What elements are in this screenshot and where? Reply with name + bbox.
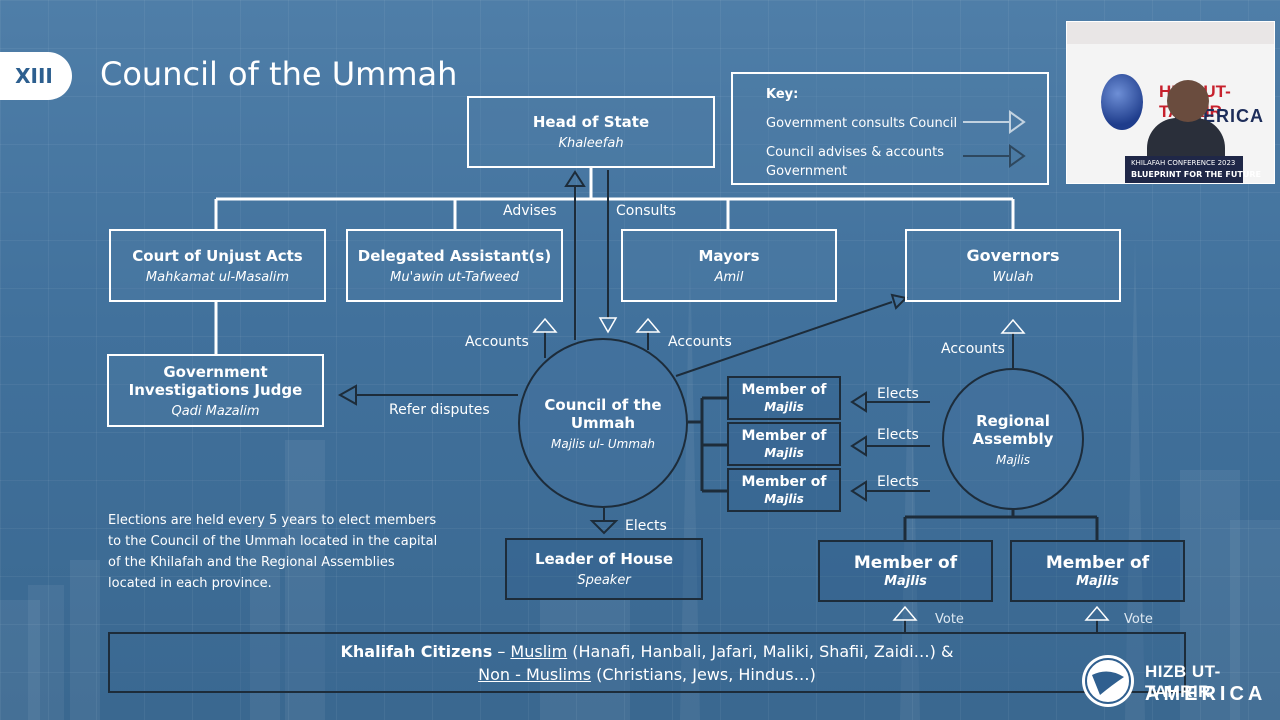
podium-line1: KHILAFAH CONFERENCE 2023 <box>1131 159 1236 167</box>
key-title: Key: <box>766 87 799 102</box>
node-subtitle: Majlis <box>884 573 927 589</box>
edge-label-elects: Elects <box>877 427 919 443</box>
node-title: Member of <box>1045 552 1150 573</box>
node-head-of-state: Head of State Khaleefah <box>467 96 715 168</box>
edge-label-consults: Consults <box>616 203 677 219</box>
edge-label-accounts: Accounts <box>941 341 1005 357</box>
node-title: Government Investigations Judge <box>128 362 303 399</box>
logo-line1: HIZB UT-TAHRIR <box>1145 662 1221 701</box>
node-council-of-ummah: Council of the Ummah Majlis ul- Ummah <box>518 338 688 508</box>
citizens-box: Khalifah Citizens – Muslim (Hanafi, Hanb… <box>108 632 1186 693</box>
node-member-of-majlis: Member of Majlis <box>727 422 841 466</box>
node-subtitle: Mahkamat ul-Masalim <box>145 269 290 285</box>
elections-note: Elections are held every 5 years to elec… <box>108 513 438 591</box>
video-banner <box>1067 22 1274 44</box>
globe-icon <box>1082 655 1134 707</box>
key-item-advises: Council advises & accounts Government <box>766 145 945 179</box>
edge-label-accounts: Accounts <box>668 334 732 350</box>
speaker-head <box>1167 80 1209 122</box>
node-member-of-majlis: Member of Majlis <box>727 376 841 420</box>
citizens-muslim: Muslim <box>510 641 568 661</box>
citizens-muslim-detail: (Hanafi, Hanbali, Jafari, Maliki, Shafii… <box>567 641 954 661</box>
node-regional-assembly: Regional Assembly Majlis <box>942 368 1084 510</box>
node-title: Delegated Assistant(s) <box>357 246 552 265</box>
node-subtitle: Amil <box>714 269 744 285</box>
node-governors: Governors Wulah <box>905 229 1121 302</box>
node-subtitle: Majlis <box>764 399 804 414</box>
node-member-of-majlis: Member of Majlis <box>727 468 841 512</box>
node-subtitle: Majlis <box>764 491 804 506</box>
node-title: Member of <box>741 381 827 398</box>
node-title: Head of State <box>532 113 650 131</box>
edge-label-elects: Elects <box>625 518 667 534</box>
legend-key: Key: Government consults Council Council… <box>731 72 1049 185</box>
node-delegated-assistants: Delegated Assistant(s) Mu'awin ut-Tafwee… <box>346 229 563 302</box>
edge-label-advises: Advises <box>503 203 557 219</box>
node-member-of-majlis-regional: Member of Majlis <box>1010 540 1185 602</box>
podium-line2: BLUEPRINT FOR THE FUTURE <box>1131 170 1261 179</box>
arrow-right-solid-icon <box>1009 144 1026 168</box>
globe-icon <box>1101 74 1143 130</box>
node-subtitle: Mu'awin ut-Tafweed <box>390 269 519 285</box>
node-investigations-judge: Government Investigations Judge Qadi Maz… <box>107 354 324 427</box>
node-subtitle: Speaker <box>577 573 631 588</box>
edge-label-accounts: Accounts <box>465 334 529 350</box>
arrow-right-outline-icon <box>1009 110 1026 134</box>
citizens-line-2: Non - Muslims (Christians, Jews, Hindus…… <box>478 663 816 686</box>
edge-label-elects: Elects <box>877 386 919 402</box>
node-subtitle: Wulah <box>992 269 1034 285</box>
node-subtitle: Majlis ul- Ummah <box>551 436 655 451</box>
citizens-non-muslim: Non - Muslims <box>478 664 592 684</box>
node-subtitle: Khaleefah <box>558 136 624 151</box>
citizens-non-muslim-detail: (Christians, Jews, Hindus…) <box>591 664 816 684</box>
node-leader-of-house: Leader of House Speaker <box>505 538 703 600</box>
edge-label-vote: Vote <box>935 612 964 627</box>
node-mayors: Mayors Amil <box>621 229 837 302</box>
speaker-video-inset: HIZB UT-TAHRIR AMERICA KHILAFAH CONFEREN… <box>1066 21 1275 184</box>
node-title: Governors <box>966 245 1060 265</box>
node-subtitle: Majlis <box>764 445 804 460</box>
logo-line2: AMERICA <box>1145 683 1267 705</box>
node-title: Member of <box>741 473 827 490</box>
node-subtitle: Majlis <box>996 452 1030 467</box>
node-title: Regional Assembly <box>972 411 1054 448</box>
node-title: Leader of House <box>534 550 674 568</box>
edge-label-vote: Vote <box>1124 612 1153 627</box>
node-court-of-unjust-acts: Court of Unjust Acts Mahkamat ul-Masalim <box>109 229 326 302</box>
key-item-consults: Government consults Council <box>766 116 958 131</box>
node-title: Member of <box>853 552 958 573</box>
node-subtitle: Qadi Mazalim <box>171 403 260 419</box>
podium <box>1125 156 1243 183</box>
slide-title: Council of the Ummah <box>100 55 458 93</box>
citizens-dash: – <box>492 641 511 661</box>
node-member-of-majlis-regional: Member of Majlis <box>818 540 993 602</box>
slide-number-badge: XIII <box>0 52 72 100</box>
edge-label-refer-disputes: Refer disputes <box>389 402 490 418</box>
node-title: Court of Unjust Acts <box>132 246 303 265</box>
edge-label-elects: Elects <box>877 474 919 490</box>
node-title: Member of <box>741 427 827 444</box>
node-title: Mayors <box>698 246 760 265</box>
node-subtitle: Majlis <box>1076 573 1119 589</box>
citizens-label: Khalifah Citizens <box>340 641 493 661</box>
citizens-line-1: Khalifah Citizens – Muslim (Hanafi, Hanb… <box>341 640 954 663</box>
node-title: Council of the Ummah <box>544 395 662 432</box>
